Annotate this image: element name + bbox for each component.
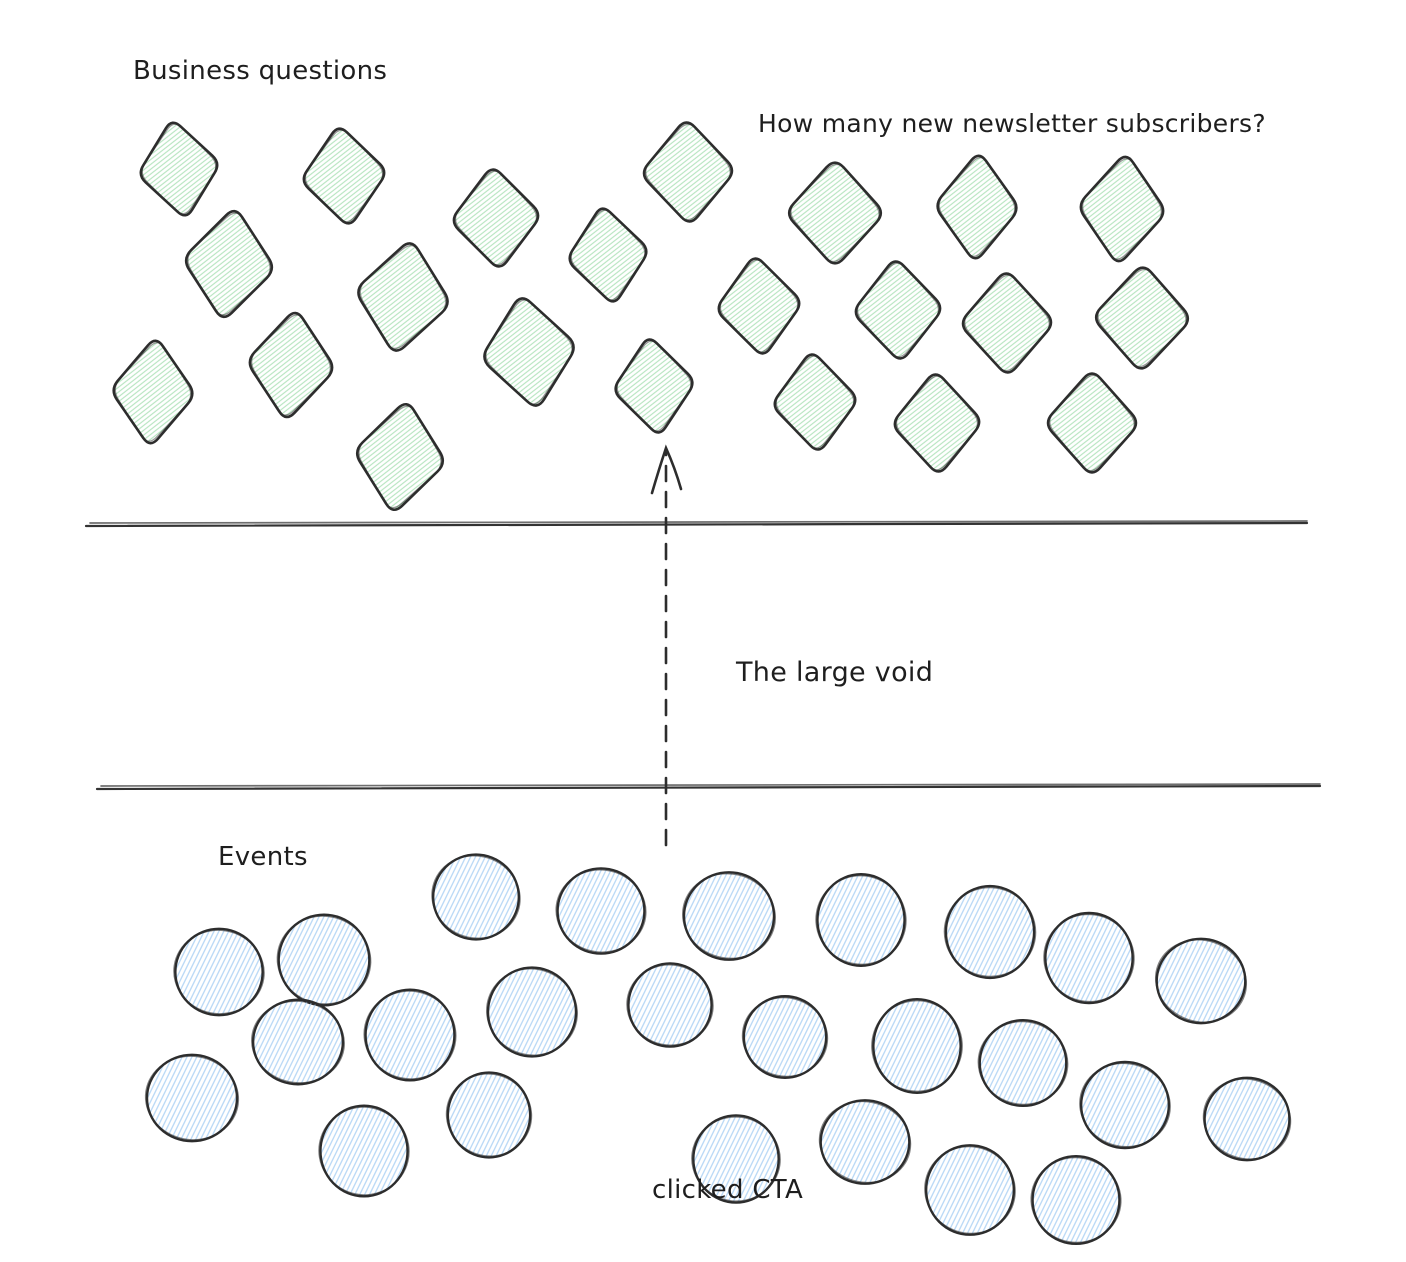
event-circle [1079, 1060, 1171, 1150]
label-clicked-cta: clicked CTA [652, 1175, 804, 1205]
event-circle [276, 913, 372, 1007]
label-business-questions: Business questions [133, 56, 388, 86]
event-circle [1202, 1076, 1292, 1162]
section-divider [84, 520, 1309, 528]
business-question-diamond [184, 209, 274, 319]
event-circle [691, 1114, 781, 1204]
business-question-diamond [355, 403, 445, 511]
event-circle [1030, 1154, 1122, 1246]
business-question-diamond [642, 121, 734, 223]
business-question-diamond [787, 161, 883, 265]
business-question-diamond [139, 121, 219, 217]
event-circle [815, 873, 907, 967]
event-circle [486, 966, 578, 1058]
event-circle [1154, 937, 1248, 1025]
business-question-diamond [1079, 155, 1165, 263]
event-circle [818, 1099, 912, 1185]
event-circle [682, 871, 776, 961]
business-question-diamond [614, 338, 694, 434]
section-divider [95, 783, 1322, 791]
business-question-diamond [773, 353, 857, 451]
event-circle [1043, 911, 1135, 1005]
event-circle [318, 1104, 410, 1198]
event-circle [871, 998, 963, 1095]
event-circle [555, 867, 647, 955]
dashed-arrow [650, 444, 683, 847]
event-circle [626, 962, 714, 1048]
business-question-diamond [568, 207, 648, 303]
business-question-diamond [1046, 372, 1138, 474]
event-circle [144, 1053, 240, 1143]
business-question-diamond [357, 242, 449, 352]
label-large-void: The large void [736, 657, 934, 688]
business-question-diamond [936, 154, 1018, 260]
label-events: Events [218, 842, 308, 872]
event-circle [431, 853, 521, 941]
event-circle [363, 988, 457, 1082]
business-question-diamond [452, 168, 540, 268]
business-question-diamond [248, 311, 334, 419]
business-question-diamond [112, 339, 194, 445]
event-circle [943, 884, 1037, 980]
event-circle [445, 1071, 533, 1159]
business-question-diamond [854, 260, 942, 360]
business-question-diamond [893, 373, 981, 473]
event-circle [251, 998, 345, 1086]
business-question-diamond [1094, 266, 1190, 370]
label-newsletter-question: How many new newsletter subscribers? [758, 109, 1266, 138]
event-circle [977, 1018, 1069, 1108]
business-question-diamond [961, 272, 1053, 374]
business-question-diamond [717, 257, 801, 355]
event-circle [173, 927, 265, 1017]
business-question-diamond [302, 127, 386, 225]
event-circle [924, 1144, 1016, 1236]
event-circle [741, 995, 829, 1079]
business-question-diamond [483, 297, 575, 407]
